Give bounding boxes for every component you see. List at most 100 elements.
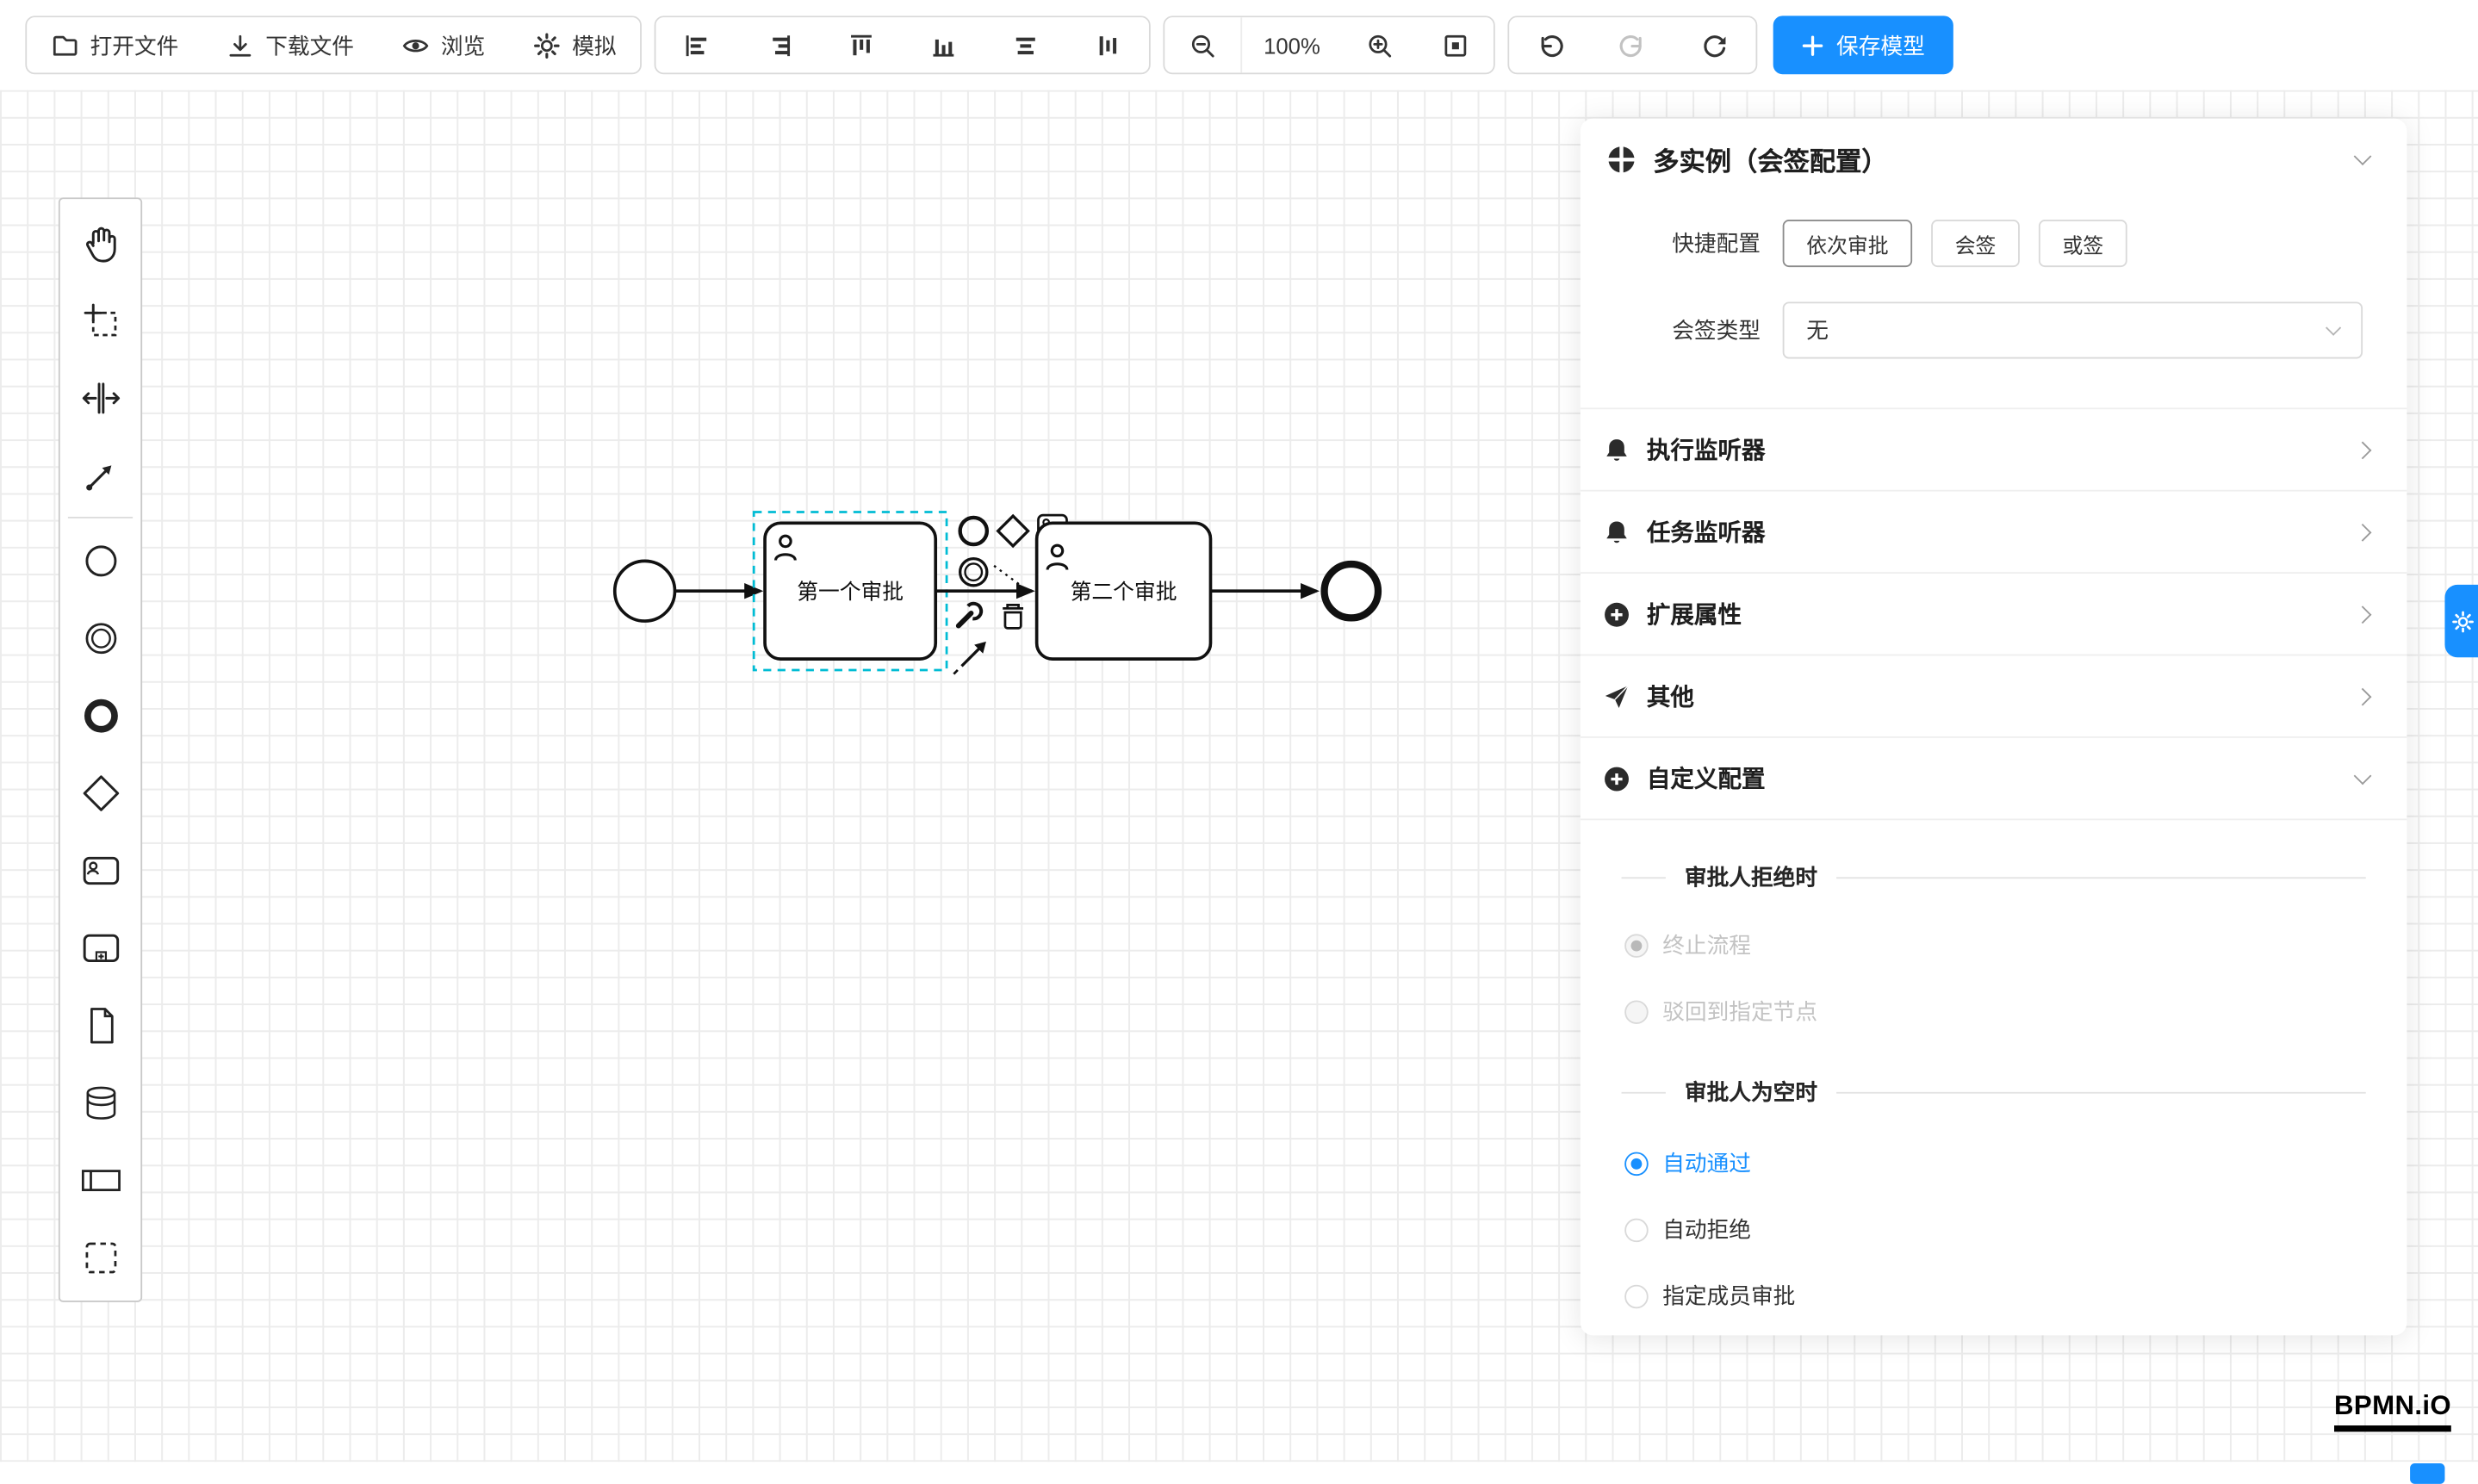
start-event-shape[interactable] [612,559,677,623]
save-model-button[interactable]: 保存模型 [1773,16,1953,75]
intermediate-event-icon [84,622,116,654]
zoom-out-button[interactable] [1164,17,1241,73]
radio-icon [1624,1217,1649,1242]
append-intermediate-event-icon[interactable] [959,556,989,587]
palette-global-connect-tool[interactable] [60,436,141,513]
section-extended-properties[interactable]: 扩展属性 [1580,574,2407,656]
align-center-horizontal-icon [1015,36,1035,54]
palette-create-intermediate-event[interactable] [60,599,141,676]
open-file-label: 打开文件 [90,32,179,58]
task-second-approval[interactable]: 第二个审批 [1034,521,1213,661]
align-top-icon [851,34,872,55]
simulate-button[interactable]: 模拟 [508,17,641,73]
task-first-approval[interactable]: 第一个审批 [763,521,938,661]
sign-type-select[interactable]: 无 [1782,301,2363,359]
sign-type-value: 无 [1806,317,1829,344]
palette-create-subprocess[interactable] [60,909,141,986]
palette-create-data-store[interactable] [60,1064,141,1141]
quick-option-orsign[interactable]: 或签 [2038,220,2127,268]
radio-return-to-node[interactable]: 驳回到指定节点 [1581,978,2407,1045]
palette-create-data-object[interactable] [60,986,141,1064]
quick-config-label: 快捷配置 [1672,230,1761,257]
palette-create-end-event[interactable] [60,676,141,754]
panel-sections: 执行监听器 任务监听器 扩展属性 其他 [1580,407,2407,821]
panel-title: 多实例（会签配置） [1653,148,1888,177]
sign-type-row: 会签类型 无 [1581,301,2407,361]
redo-button[interactable] [1591,17,1674,73]
open-file-button[interactable]: 打开文件 [27,17,202,73]
undo-button[interactable] [1509,17,1592,73]
radio-terminate-process[interactable]: 终止流程 [1581,912,2407,978]
radio-designated-member[interactable]: 指定成员审批 [1581,1263,2407,1329]
section-other[interactable]: 其他 [1580,655,2407,738]
hand-icon [85,226,115,262]
quick-config-options: 依次审批 会签 或签 [1782,220,2127,268]
quick-option-countersign[interactable]: 会签 [1931,220,2020,268]
zoom-in-button[interactable] [1341,17,1418,73]
change-type-icon[interactable] [955,601,984,629]
refresh-button[interactable] [1674,17,1756,73]
chevron-right-icon [2353,440,2372,459]
section-execution-listener[interactable]: 执行监听器 [1580,409,2407,492]
refresh-icon [1704,34,1726,57]
download-file-label: 下载文件 [265,32,354,58]
bpmn-io-logo-text: BPMN.iO [2334,1390,2452,1421]
empty-divider: 审批人为空时 [1621,1077,2366,1108]
quick-config-row: 快捷配置 依次审批 会签 或签 [1581,214,2407,274]
delete-icon[interactable] [1003,603,1024,630]
palette-create-participant[interactable] [60,1141,141,1219]
preview-button[interactable]: 浏览 [377,17,509,73]
task1-label: 第一个审批 [797,580,904,604]
canvas[interactable]: 第一个审批 [0,90,2478,1462]
align-middle-vertical-icon [1099,35,1117,55]
fit-viewport-icon [1444,34,1467,56]
quick-option-sequential[interactable]: 依次审批 [1782,220,1913,268]
align-left-button[interactable] [655,17,738,73]
redo-icon [1619,34,1642,57]
align-top-button[interactable] [820,17,903,73]
connect-icon[interactable] [953,641,986,675]
radio-icon [1624,933,1649,957]
download-file-button[interactable]: 下载文件 [202,17,378,73]
plus-icon [1802,34,1823,56]
multi-instance-icon [1607,145,1636,174]
association-dotted-line [993,564,1032,594]
task2-label: 第二个审批 [1071,580,1177,604]
radio-auto-pass[interactable]: 自动通过 [1581,1130,2407,1196]
floating-button-partial[interactable] [2410,1463,2445,1484]
align-bottom-button[interactable] [902,17,985,73]
palette-create-group[interactable] [60,1219,141,1296]
undo-icon [1541,34,1563,57]
palette-hand-tool[interactable] [60,204,141,282]
file-actions-group: 打开文件 下载文件 浏览 模拟 [25,16,642,75]
start-event-icon [84,544,116,576]
append-gateway-icon[interactable] [996,513,1030,549]
multi-instance-header[interactable]: 多实例（会签配置） [1581,119,2407,201]
bpmn-io-logo[interactable]: BPMN.iO [2334,1390,2452,1431]
fit-viewport-button[interactable] [1417,17,1494,73]
gear-icon [2452,610,2474,632]
append-end-event-icon[interactable] [958,515,990,547]
lasso-icon [83,302,116,336]
settings-tab[interactable] [2444,584,2478,658]
palette-space-tool[interactable] [60,359,141,437]
reject-divider-title: 审批人拒绝时 [1684,864,1818,891]
download-icon [229,34,252,56]
chevron-down-icon [2326,319,2342,335]
gateway-icon [82,774,119,810]
section-custom-config[interactable]: 自定义配置 [1580,738,2407,821]
align-center-horizontal-button[interactable] [984,17,1067,73]
data-object-icon [90,1007,113,1043]
data-store-icon [85,1085,115,1119]
palette-create-gateway[interactable] [60,754,141,831]
align-middle-vertical-button[interactable] [1066,17,1149,73]
palette-lasso-tool[interactable] [60,282,141,359]
zoom-out-icon [1191,34,1214,57]
align-right-button[interactable] [737,17,821,73]
end-event-shape[interactable] [1320,560,1382,622]
radio-icon [1624,999,1649,1024]
radio-auto-reject[interactable]: 自动拒绝 [1581,1196,2407,1263]
palette-create-start-event[interactable] [60,521,141,599]
palette-create-user-task[interactable] [60,831,141,909]
section-task-listener[interactable]: 任务监听器 [1580,492,2407,574]
